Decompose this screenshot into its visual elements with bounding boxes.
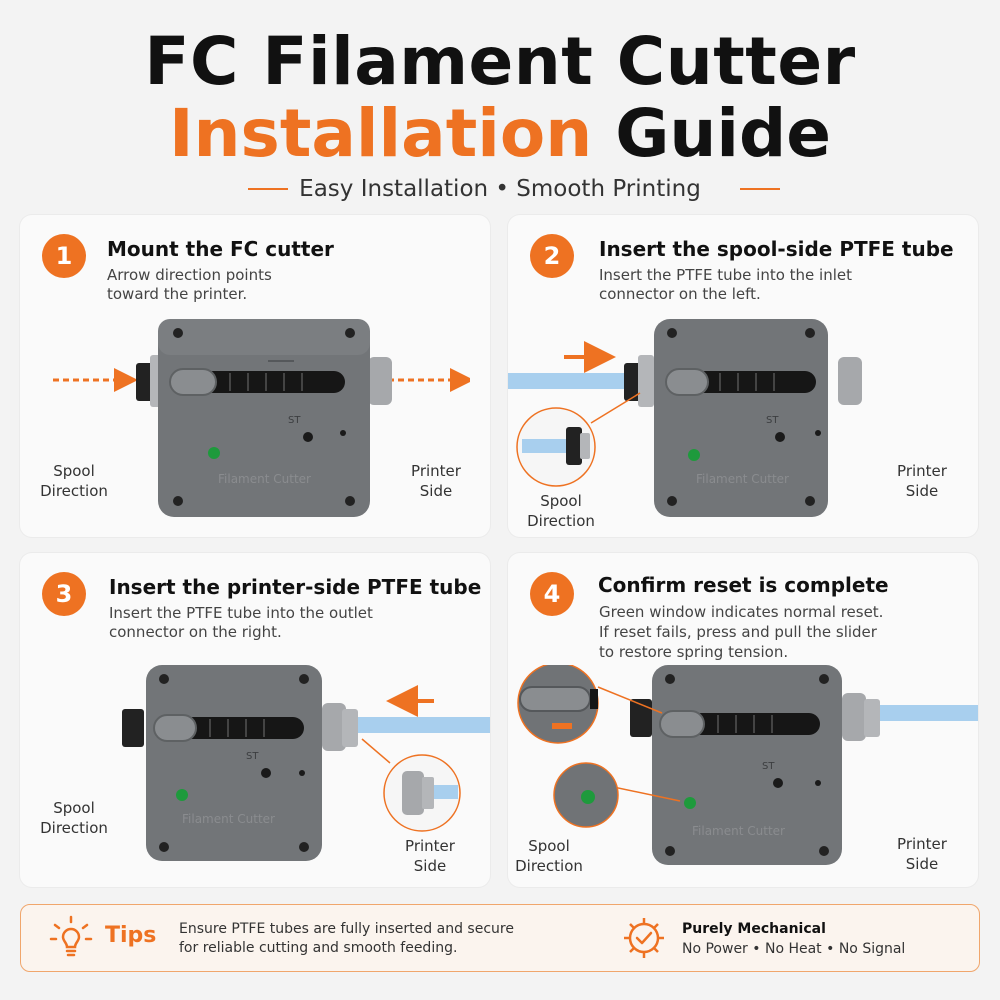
mechanical-title: Purely Mechanical (682, 921, 826, 937)
subtitle-divider-right (740, 188, 780, 190)
lightbulb-icon (49, 915, 93, 957)
page-title: FC Filament Cutter (144, 23, 856, 100)
step-badge: 3 (42, 572, 86, 616)
step-badge: 1 (42, 234, 86, 278)
tips-bar: Tips Ensure PTFE tubes are fully inserte… (20, 904, 980, 972)
filament-cutter-illustration: ST Filament Cutter (517, 665, 978, 865)
filament-cutter-illustration: ST Filament Cutter (53, 319, 470, 517)
svg-text:Filament Cutter: Filament Cutter (182, 812, 275, 826)
mechanical-subtitle: No Power • No Heat • No Signal (682, 941, 906, 957)
svg-text:ST: ST (246, 751, 259, 762)
svg-text:ST: ST (288, 415, 301, 426)
step-badge: 4 (530, 572, 574, 616)
step-title: Confirm reset is complete (598, 573, 889, 597)
svg-text:Filament Cutter: Filament Cutter (696, 472, 789, 486)
svg-text:Filament Cutter: Filament Cutter (692, 824, 785, 838)
step-title: Insert the spool-side PTFE tube (599, 237, 954, 261)
page-title-line2: Installation Guide (0, 96, 1000, 172)
filament-cutter-illustration: ST Filament Cutter (508, 319, 862, 517)
gear-check-icon (624, 918, 664, 958)
svg-text:ST: ST (762, 761, 775, 772)
step-title: Insert the printer-side PTFE tube (109, 575, 482, 599)
subtitle: Easy Installation • Smooth Printing (299, 176, 701, 202)
step-badge: 2 (530, 234, 574, 278)
step-card-1: 1 Mount the FC cutter Arrow direction po… (20, 215, 490, 537)
svg-text:ST: ST (766, 415, 779, 426)
step-description: Green window indicates normal reset.If r… (599, 603, 884, 661)
svg-text:Filament Cutter: Filament Cutter (218, 472, 311, 486)
tips-text: Ensure PTFE tubes are fully inserted and… (179, 921, 514, 956)
step-card-3: 3 Insert the printer-side PTFE tube Inse… (20, 553, 490, 887)
filament-cutter-illustration: ST Filament Cutter (122, 665, 490, 861)
subtitle-divider-left (248, 188, 288, 190)
step-title: Mount the FC cutter (107, 237, 334, 261)
step-card-4: 4 Confirm reset is complete Green window… (508, 553, 978, 887)
title-rest: Guide (615, 95, 831, 172)
tips-label: Tips (105, 923, 157, 948)
step-card-2: 2 Insert the spool-side PTFE tube Insert… (508, 215, 978, 537)
title-accent: Installation (169, 95, 593, 172)
